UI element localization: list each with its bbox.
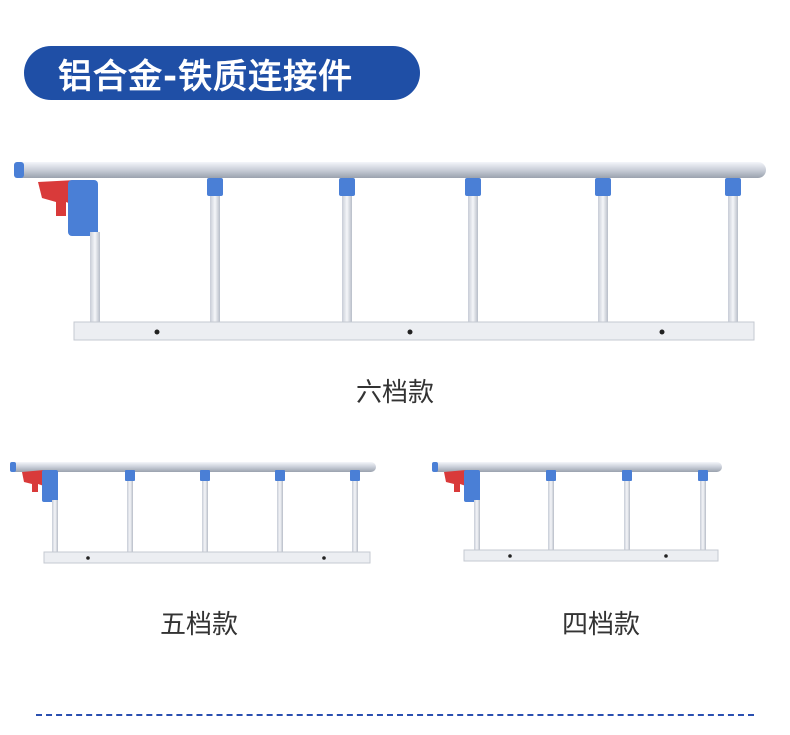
rail-six-post (14, 162, 766, 341)
caption-four: 四档款 (561, 610, 640, 640)
title-banner: 铝合金-铁质连接件 (24, 46, 420, 100)
caption-six: 六档款 (355, 378, 434, 408)
posts (90, 194, 738, 328)
dashed-divider (36, 714, 754, 716)
brackets (207, 178, 741, 196)
base-bar (73, 321, 755, 341)
caption-five: 五档款 (159, 610, 238, 640)
rail-four-post (432, 462, 722, 562)
release-lever (22, 470, 58, 502)
banner-title: 铝合金-铁质连接件 (58, 56, 354, 97)
release-lever (444, 470, 480, 502)
top-tube (14, 162, 766, 178)
rail-five-post (10, 462, 376, 564)
release-lever (38, 180, 98, 236)
